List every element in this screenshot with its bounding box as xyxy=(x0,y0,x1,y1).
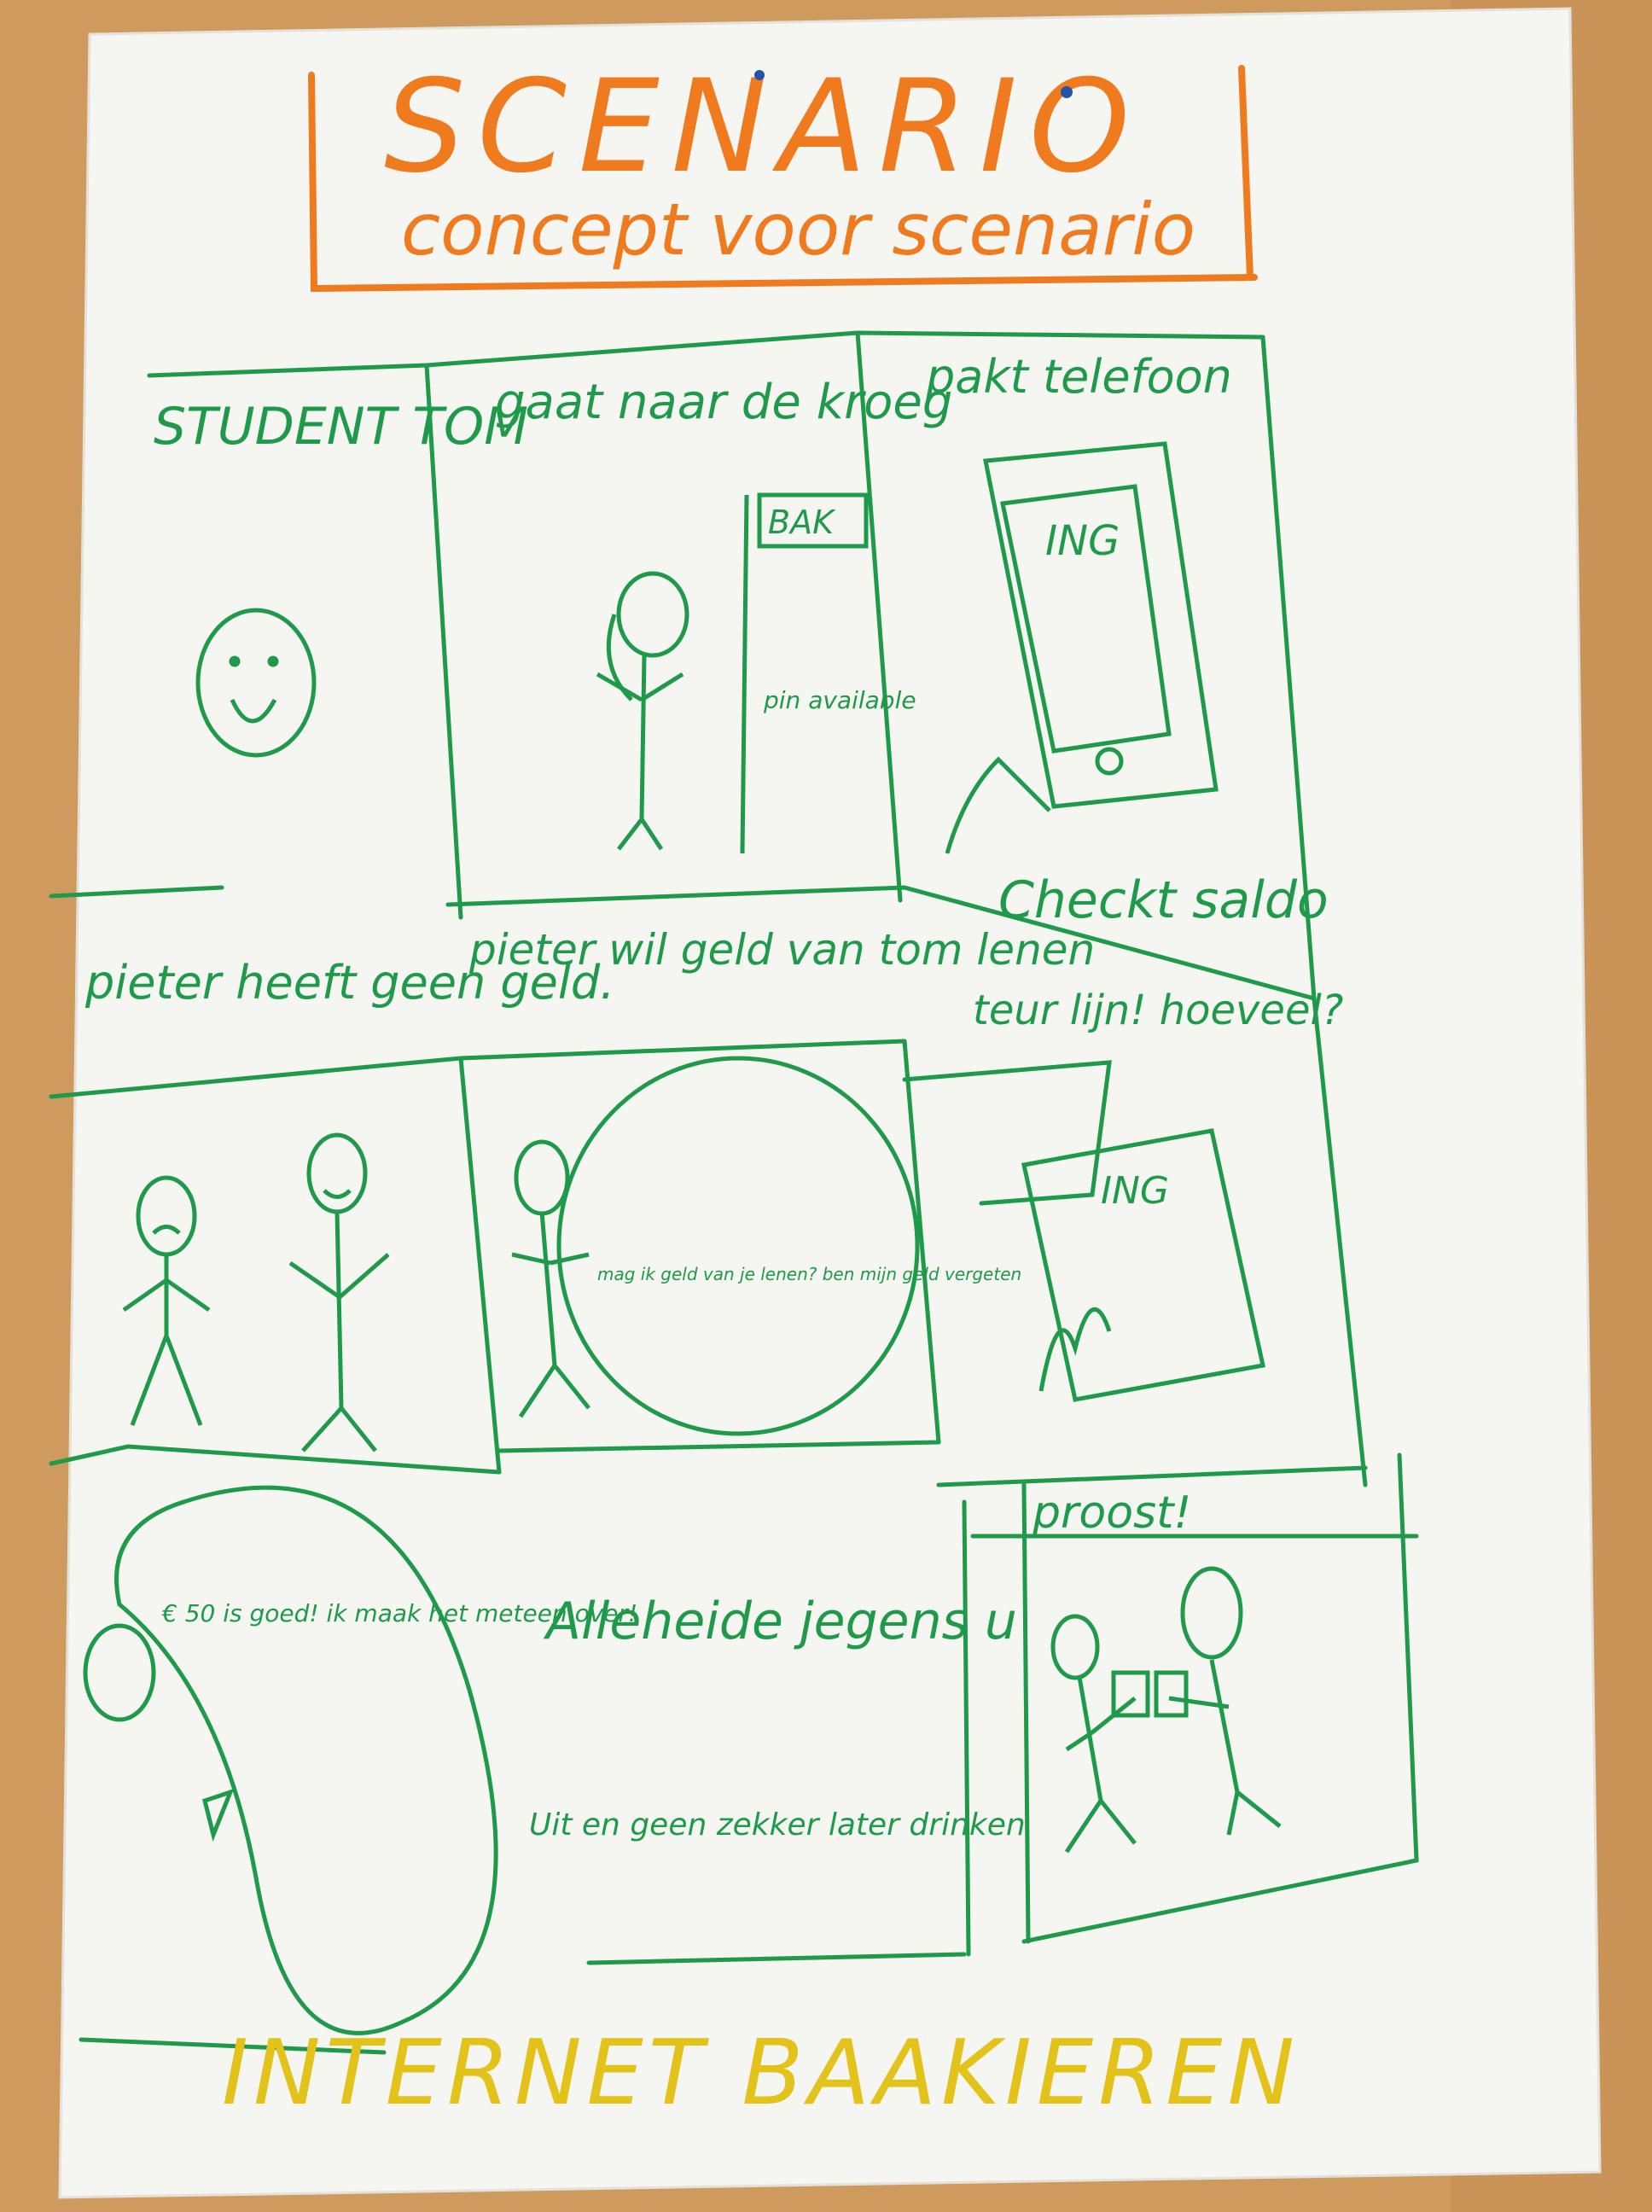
footer-label: INTERNET BAAKIEREN xyxy=(222,2021,1300,2125)
phone-brand-label: ING xyxy=(1045,517,1120,565)
bar-sign-note: pin available xyxy=(763,686,916,714)
header-dot xyxy=(754,70,765,80)
panel8-text2: Uit en geen zekker later drinken xyxy=(529,1807,1026,1842)
panel7-bubble-text: € 50 is goed! ik maak het meteen over! xyxy=(161,1599,637,1627)
paper-sheet xyxy=(58,7,1602,2199)
smiley-face-drawing xyxy=(195,608,317,758)
storyboard-grid xyxy=(49,330,1419,2055)
phone-screen-drawing xyxy=(1021,1128,1265,1402)
phone-screen-brand: ING xyxy=(1101,1169,1169,1213)
panel5-caption: pieter wil geld van tom lenen xyxy=(468,925,1095,975)
panel4-caption: pieter heeft geen geld. xyxy=(84,956,614,1010)
panel3-caption: pakt telefoon xyxy=(925,350,1232,404)
panel2-caption: gaat naar de kroeg xyxy=(495,375,952,430)
panel5-bubble: mag ik geld van je lenen? ben mijn geld … xyxy=(597,1264,1021,1284)
speech-bubble-drawing xyxy=(511,1056,920,1436)
header-subtitle: concept voor scenario xyxy=(401,188,1195,271)
panel6-caption: teur lijn! hoeveel? xyxy=(973,987,1343,1034)
bar-building-drawing xyxy=(740,492,869,854)
header-frame xyxy=(308,65,1258,293)
header-dot xyxy=(1061,86,1073,98)
phone-drawing xyxy=(945,441,1219,854)
two-stick-figures xyxy=(122,1132,390,1452)
panel1-caption: STUDENT TOM xyxy=(154,397,528,457)
cheers-figures xyxy=(1050,1566,1282,1854)
panel3-bottom-text: Checkt saldo xyxy=(998,870,1329,930)
stick-figure-tom xyxy=(596,571,689,851)
panel9-caption: proost! xyxy=(1032,1487,1191,1539)
bar-sign-label: BAK xyxy=(768,504,836,541)
panel8-text1: Alleheide jegens u xyxy=(543,1592,1017,1651)
panel7-bubble-shape xyxy=(83,1485,498,2035)
